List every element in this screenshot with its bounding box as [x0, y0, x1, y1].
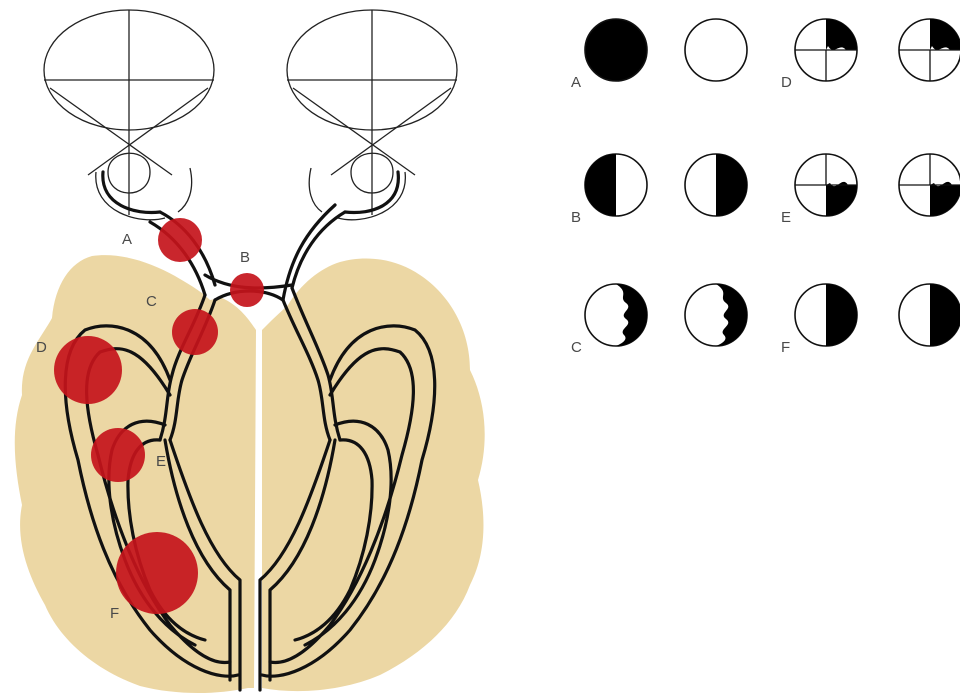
field-a-right-eye — [685, 19, 747, 81]
lesion-label-c: C — [146, 293, 157, 310]
field-label-b: B — [571, 209, 581, 226]
lesion-label-b: B — [240, 249, 250, 266]
lesion-label-a: A — [122, 231, 132, 248]
lesion-d — [54, 336, 122, 404]
lesion-label-e: E — [156, 453, 166, 470]
field-d-left-eye — [795, 19, 857, 81]
field-e-left-eye — [795, 154, 857, 216]
visual-field-defects: A B C D E F — [571, 19, 960, 356]
field-e-right-eye — [899, 154, 960, 216]
lesion-a — [158, 218, 202, 262]
left-eye — [44, 10, 214, 220]
field-label-c: C — [571, 339, 582, 356]
field-c-right-eye — [685, 284, 747, 346]
lesion-label-f: F — [110, 605, 119, 622]
brain-diagram — [15, 255, 485, 693]
brain-right-hemisphere — [262, 258, 485, 691]
field-a-left-eye — [585, 19, 647, 81]
lesion-e — [91, 428, 145, 482]
field-label-a: A — [571, 74, 581, 91]
field-f-right-eye — [899, 284, 960, 346]
field-b-left-eye — [585, 154, 647, 216]
lesion-label-d: D — [36, 339, 47, 356]
field-c-left-eye — [585, 284, 647, 346]
lesion-f — [116, 532, 198, 614]
field-label-f: F — [781, 339, 790, 356]
field-f-left-eye — [795, 284, 857, 346]
right-eye — [287, 10, 457, 220]
field-label-d: D — [781, 74, 792, 91]
lesion-c — [172, 309, 218, 355]
lesion-b — [230, 273, 264, 307]
field-b-right-eye — [685, 154, 747, 216]
field-d-right-eye — [899, 19, 960, 81]
field-label-e: E — [781, 209, 791, 226]
